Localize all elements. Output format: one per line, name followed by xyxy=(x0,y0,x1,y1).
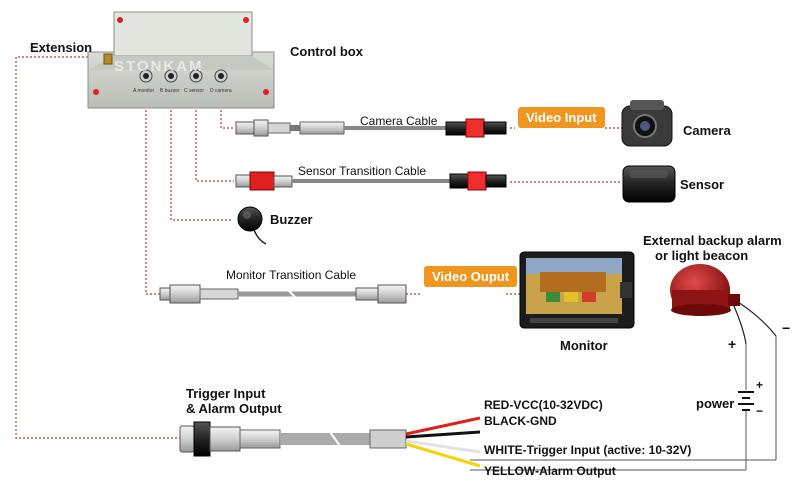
power-wiring xyxy=(470,336,777,471)
alarm-title-line1: External backup alarm xyxy=(643,233,782,248)
port-c-label: C sensor xyxy=(184,88,204,94)
camera-cable-label: Camera Cable xyxy=(360,114,438,128)
beacon-lead-minus xyxy=(737,301,777,337)
buzzer-label: Buzzer xyxy=(270,212,313,227)
black-wire-label: BLACK-GND xyxy=(484,414,557,428)
yellow-wire-label: YELLOW-Alarm Output xyxy=(484,464,616,478)
sensor-label: Sensor xyxy=(680,177,725,192)
monitor-port-line xyxy=(145,90,172,295)
beacon xyxy=(670,264,777,345)
wire-white xyxy=(405,439,481,454)
port-d-label: D camera xyxy=(210,88,232,94)
camera-label: Camera xyxy=(683,123,731,138)
beacon-lead-plus xyxy=(733,305,747,345)
sensor xyxy=(622,165,676,203)
beacon-plus-sign: + xyxy=(728,336,737,352)
extension-label: Extension xyxy=(30,40,93,55)
control-box: STONKAM A monitor B buzzer C sensor D ca… xyxy=(87,11,275,109)
power-label: power xyxy=(696,396,735,411)
power-minus-sign: − xyxy=(756,404,764,418)
control-box-ports xyxy=(139,69,228,83)
power-plus-sign: + xyxy=(756,378,764,392)
camera-cable xyxy=(235,118,507,138)
sensor-cable-label: Sensor Transition Cable xyxy=(298,164,427,178)
sensor-port-line xyxy=(195,90,234,182)
monitor-cable-label: Monitor Transition Cable xyxy=(226,268,357,282)
extension-line xyxy=(15,56,180,439)
video-output-badge: Video Ouput xyxy=(424,266,518,287)
white-wire-label: WHITE-Trigger Input (active: 10-32V) xyxy=(484,443,692,457)
wire-black xyxy=(405,430,481,439)
trigger-label-line2: & Alarm Output xyxy=(186,401,282,416)
wire-red xyxy=(405,416,481,436)
camera xyxy=(621,100,673,147)
port-b-label: B buzzer xyxy=(160,88,180,94)
buzzer xyxy=(237,206,267,245)
brand-watermark: STONKAM xyxy=(114,58,204,75)
control-box-label: Control box xyxy=(290,44,363,59)
alarm-title-line2: or light beacon xyxy=(655,248,749,263)
trigger-label-line1: Trigger Input xyxy=(186,386,266,401)
red-wire-label: RED-VCC(10-32VDC) xyxy=(484,398,603,412)
buzzer-port-line xyxy=(170,90,232,221)
monitor-cable xyxy=(159,284,407,304)
monitor-label: Monitor xyxy=(560,338,608,353)
monitor xyxy=(519,251,635,329)
port-a-label: A monitor xyxy=(133,88,154,94)
wire-yellow xyxy=(405,442,481,468)
video-input-badge: Video Input xyxy=(518,107,605,128)
trigger-cable xyxy=(179,416,481,468)
sensor-cable xyxy=(235,171,507,191)
beacon-minus-sign: − xyxy=(782,320,791,336)
